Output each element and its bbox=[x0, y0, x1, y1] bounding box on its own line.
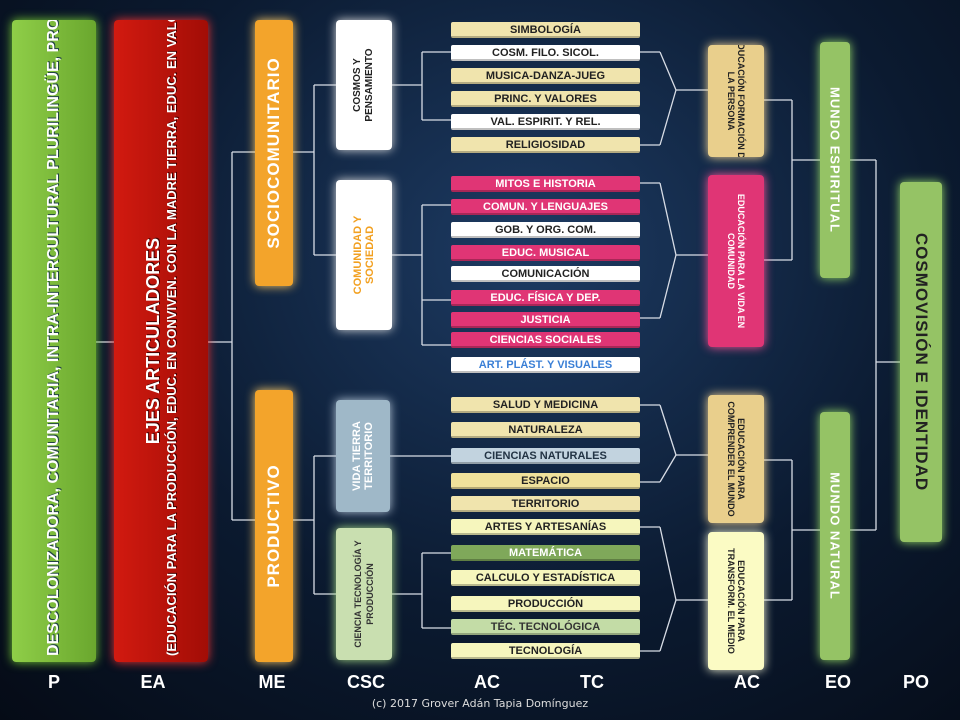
tc-formacion-persona-label: EDUCACIÓN FORMACIÓN DE LA PERSONA bbox=[726, 45, 746, 157]
tc-comprender-mundo: EDUCACIÓN PARA COMPRENDER EL MUNDO bbox=[708, 395, 764, 523]
area-tecnologia: TECNOLOGÍA bbox=[451, 643, 640, 659]
tc-comprender-mundo-label: EDUCACIÓN PARA COMPRENDER EL MUNDO bbox=[726, 401, 746, 517]
area-espacio: ESPACIO bbox=[451, 473, 640, 489]
label-tc: TC bbox=[580, 672, 604, 692]
area-matematica: MATEMÁTICA bbox=[451, 545, 640, 561]
area-principios-valores: PRINC. Y VALORES bbox=[451, 91, 640, 107]
principles-text: DESCOLONIZADORA, COMUNITARIA, INTRA-INTE… bbox=[45, 20, 62, 656]
principles-box: DESCOLONIZADORA, COMUNITARIA, INTRA-INTE… bbox=[12, 20, 96, 662]
me-productivo-label: PRODUCTIVO bbox=[264, 464, 283, 588]
area-musica-danza: MUSICA-DANZA-JUEG bbox=[451, 68, 640, 84]
articulating-axes-content: EJES ARTICULADORES (EDUCACIÓN PARA LA PR… bbox=[142, 20, 180, 656]
me-sociocomunitario-label: SOCIOCOMUNITARIO bbox=[264, 57, 283, 249]
csc-cosmos-label: COSMOS Y PENSAMIENTO bbox=[352, 48, 375, 122]
label-ea: EA bbox=[140, 672, 166, 692]
me-sociocomunitario: SOCIOCOMUNITARIO bbox=[255, 20, 293, 286]
area-comun-lenguajes: COMUN. Y LENGUAJES bbox=[451, 199, 640, 215]
csc-vida-label: VIDA TIERRA TERRITORIO bbox=[351, 421, 375, 491]
articulating-axes-title: EJES ARTICULADORES bbox=[143, 237, 163, 445]
area-salud-medicina: SALUD Y MEDICINA bbox=[451, 397, 640, 413]
tc-vida-comunidad: EDUCACIÓN PARA LA VIDA EN COMUNIDAD bbox=[708, 175, 764, 347]
area-mitos-historia: MITOS E HISTORIA bbox=[451, 176, 640, 192]
area-educ-fisica: EDUC. FÍSICA Y DEP. bbox=[451, 290, 640, 306]
label-eo: EO bbox=[824, 672, 852, 692]
po-cosmovision-label: COSMOVISIÓN E IDENTIDAD bbox=[912, 232, 931, 492]
label-ac-1: AC bbox=[474, 672, 500, 692]
area-calculo-estadistica: CALCULO Y ESTADÍSTICA bbox=[451, 570, 640, 586]
tc-formacion-persona: EDUCACIÓN FORMACIÓN DE LA PERSONA bbox=[708, 45, 764, 157]
tc-vida-comunidad-label: EDUCACIÓN PARA LA VIDA EN COMUNIDAD bbox=[726, 193, 746, 329]
eo-mundo-espiritual-label: MUNDO ESPIRITUAL bbox=[827, 87, 843, 233]
eo-mundo-natural: MUNDO NATURAL bbox=[820, 412, 850, 660]
area-artes-artesanias: ARTES Y ARTESANÍAS bbox=[451, 519, 640, 535]
area-religiosidad: RELIGIOSIDAD bbox=[451, 137, 640, 153]
area-simbologia: SIMBOLOGÍA bbox=[451, 22, 640, 38]
articulating-axes-text: (EDUCACIÓN PARA LA PRODUCCIÓN, EDUC. EN … bbox=[164, 20, 179, 656]
area-ciencias-naturales: CIENCIAS NATURALES bbox=[451, 448, 640, 464]
label-ac-2: AC bbox=[734, 672, 760, 692]
tc-transformar-medio-label: EDUCACIÓN PARA TRANSFORM. EL MEDIO bbox=[726, 548, 746, 654]
credit-text: (c) 2017 Grover Adán Tapia Domínguez bbox=[371, 697, 589, 710]
me-productivo: PRODUCTIVO bbox=[255, 390, 293, 662]
eo-mundo-natural-label: MUNDO NATURAL bbox=[827, 472, 843, 600]
csc-comunidad-label: COMUNIDAD Y SOCIEDAD bbox=[352, 215, 376, 295]
label-po: PO bbox=[902, 672, 930, 692]
articulating-axes-box: EJES ARTICULADORES (EDUCACIÓN PARA LA PR… bbox=[114, 20, 208, 662]
area-gob-org: GOB. Y ORG. COM. bbox=[451, 222, 640, 238]
area-cosm-filo: COSM. FILO. SICOL. bbox=[451, 45, 640, 61]
area-comunicacion: COMUNICACIÓN bbox=[451, 266, 640, 282]
area-produccion: PRODUCCIÓN bbox=[451, 596, 640, 612]
po-cosmovision: COSMOVISIÓN E IDENTIDAD bbox=[900, 182, 942, 542]
csc-comunidad: COMUNIDAD Y SOCIEDAD bbox=[336, 180, 392, 330]
label-me: ME bbox=[258, 672, 286, 692]
tc-transformar-medio: EDUCACIÓN PARA TRANSFORM. EL MEDIO bbox=[708, 532, 764, 670]
area-justicia: JUSTICIA bbox=[451, 312, 640, 328]
label-csc: CSC bbox=[346, 672, 386, 692]
area-educ-musical: EDUC. MUSICAL bbox=[451, 245, 640, 261]
area-ciencias-sociales: CIENCIAS SOCIALES bbox=[451, 332, 640, 348]
csc-cosmos: COSMOS Y PENSAMIENTO bbox=[336, 20, 392, 150]
area-tec-tecnologica: TÉC. TECNOLÓGICA bbox=[451, 619, 640, 635]
csc-ciencia-label: CIENCIA TECNOLOGÍA Y PRODUCCIÓN bbox=[353, 540, 375, 648]
area-naturaleza: NATURALEZA bbox=[451, 422, 640, 438]
area-valores-espirituales: VAL. ESPIRIT. Y REL. bbox=[451, 114, 640, 130]
csc-ciencia: CIENCIA TECNOLOGÍA Y PRODUCCIÓN bbox=[336, 528, 392, 660]
area-territorio: TERRITORIO bbox=[451, 496, 640, 512]
eo-mundo-espiritual: MUNDO ESPIRITUAL bbox=[820, 42, 850, 278]
label-p: P bbox=[47, 672, 61, 692]
csc-vida: VIDA TIERRA TERRITORIO bbox=[336, 400, 390, 512]
area-artes-plasticas: ART. PLÁST. Y VISUALES bbox=[451, 357, 640, 373]
